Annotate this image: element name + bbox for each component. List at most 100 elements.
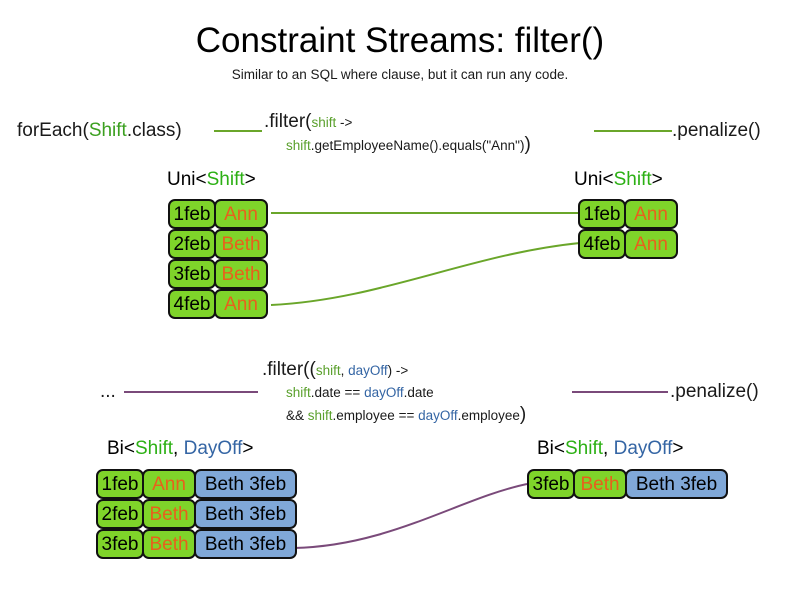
shift-date-box: 2feb — [96, 499, 144, 529]
bi-left-label-type-a: Shift — [135, 438, 174, 459]
link-uni-4feb — [270, 242, 581, 306]
shift-name-box: Ann — [214, 289, 268, 319]
bi-left-label-sep: , — [173, 438, 184, 459]
foreach-suffix: .class) — [126, 120, 182, 141]
bi-filter-call: .filter(( — [262, 359, 316, 380]
shift-date-box: 3feb — [96, 529, 144, 559]
tuple-row: 2feb Beth Beth 3feb — [96, 499, 297, 529]
bi-left-stream-label: Bi<Shift, DayOff> — [107, 437, 253, 460]
bi-body2-pre: && — [286, 408, 308, 423]
dayoff-fact-box: Beth 3feb — [194, 499, 297, 529]
bi-filter-param-b: dayOff — [348, 363, 388, 378]
dayoff-fact-box: Beth 3feb — [625, 469, 728, 499]
uni-left-stream-label: Uni<Shift> — [167, 168, 256, 191]
shift-name-text: Beth — [149, 533, 189, 555]
uni-right-label-type: Shift — [613, 169, 652, 190]
dayoff-text: Beth 3feb — [635, 473, 718, 495]
shift-date-text: 3feb — [101, 533, 139, 555]
bi-right-label-prefix: Bi< — [537, 438, 565, 459]
shift-name-text: Beth — [580, 473, 620, 495]
shift-name-text: Beth — [149, 503, 189, 525]
shift-fact: 3feb Beth — [527, 469, 627, 499]
page-title: Constraint Streams: filter() — [195, 21, 605, 60]
uni-filter-body-rest: .getEmployeeName().equals("Ann") — [310, 138, 525, 153]
shift-name-box: Beth — [142, 499, 196, 529]
shift-name-box: Beth — [214, 229, 268, 259]
uni-left-label-type: Shift — [206, 169, 245, 190]
shift-date-text: 1feb — [583, 203, 621, 225]
uni-filter-head: .filter(shift -> — [264, 110, 531, 134]
uni-right-label-prefix: Uni< — [574, 169, 614, 190]
uni-right-label-suffix: > — [651, 169, 663, 190]
link-bi-3feb — [293, 483, 528, 549]
tuple-row: 4feb Ann — [578, 229, 678, 259]
shift-name-text: Ann — [224, 293, 258, 315]
bi-body2-var-b: dayOff — [418, 408, 458, 423]
uni-filter-call: .filter( — [264, 111, 312, 132]
shift-name-text: Ann — [634, 203, 668, 225]
foreach-type: Shift — [88, 120, 127, 141]
shift-date-text: 1feb — [101, 473, 139, 495]
shift-date-text: 4feb — [173, 293, 211, 315]
shift-name-box: Beth — [214, 259, 268, 289]
shift-fact: 2feb Beth — [96, 499, 196, 529]
dayoff-text: Beth 3feb — [204, 533, 287, 555]
foreach-expression: forEach(Shift.class) — [17, 119, 182, 143]
bi-body2-var-a: shift — [307, 408, 333, 423]
bi-filter-body-line2: && shift.employee == dayOff.employee) — [262, 404, 526, 427]
dayoff-text: Beth 3feb — [204, 473, 287, 495]
shift-date-box: 1feb — [168, 199, 216, 229]
shift-date-box: 4feb — [578, 229, 626, 259]
page-subtitle: Similar to an SQL where clause, but it c… — [231, 67, 569, 82]
bi-filter-head: .filter((shift, dayOff) -> — [262, 358, 526, 382]
uni-filter-close-paren: ) — [524, 134, 531, 155]
shift-date-text: 4feb — [583, 233, 621, 255]
tuple-row: 1feb Ann — [168, 199, 268, 229]
bi-right-stream-label: Bi<Shift, DayOff> — [537, 437, 683, 460]
shift-name-box: Beth — [142, 529, 196, 559]
dayoff-fact-box: Beth 3feb — [194, 529, 297, 559]
bi-body2-end: .employee — [457, 408, 520, 423]
shift-name-box: Ann — [214, 199, 268, 229]
tuple-row: 3feb Beth Beth 3feb — [96, 529, 297, 559]
bi-filter-body-line1: shift.date == dayOff.date — [262, 382, 526, 404]
shift-date-box: 3feb — [168, 259, 216, 289]
uni-filter-body-var: shift — [286, 138, 311, 153]
bi-left-label-suffix: > — [242, 438, 254, 459]
shift-name-text: Ann — [224, 203, 258, 225]
dayoff-text: Beth 3feb — [204, 503, 287, 525]
bi-right-label-type-b: DayOff — [613, 438, 673, 459]
dayoff-fact-box: Beth 3feb — [194, 469, 297, 499]
shift-name-text: Beth — [221, 263, 261, 285]
shift-fact: 1feb Ann — [168, 199, 268, 229]
bi-lead-ellipsis: ... — [100, 381, 116, 402]
shift-date-text: 3feb — [532, 473, 570, 495]
bi-filter-param-sep: , — [340, 363, 349, 378]
shift-name-text: Ann — [634, 233, 668, 255]
tuple-row: 3feb Beth Beth 3feb — [527, 469, 728, 499]
shift-name-box: Ann — [624, 199, 678, 229]
bi-filter-expression: .filter((shift, dayOff) -> shift.date ==… — [262, 358, 526, 427]
shift-date-text: 2feb — [101, 503, 139, 525]
bi-body2-mid: .employee == — [332, 408, 419, 423]
uni-right-stream-label: Uni<Shift> — [574, 168, 663, 191]
tuple-row: 4feb Ann — [168, 289, 268, 319]
bi-filter-close-paren: ) — [519, 404, 527, 425]
shift-date-box: 3feb — [527, 469, 575, 499]
bi-penalize-expression: .penalize() — [670, 381, 759, 402]
uni-left-label-suffix: > — [244, 169, 256, 190]
shift-date-box: 1feb — [96, 469, 144, 499]
shift-date-text: 2feb — [173, 233, 211, 255]
bi-right-label-suffix: > — [672, 438, 684, 459]
shift-date-box: 2feb — [168, 229, 216, 259]
uni-penalize-expression: .penalize() — [672, 120, 761, 141]
bi-right-label-type-a: Shift — [565, 438, 604, 459]
bi-right-tuple-list: 3feb Beth Beth 3feb — [527, 469, 728, 499]
